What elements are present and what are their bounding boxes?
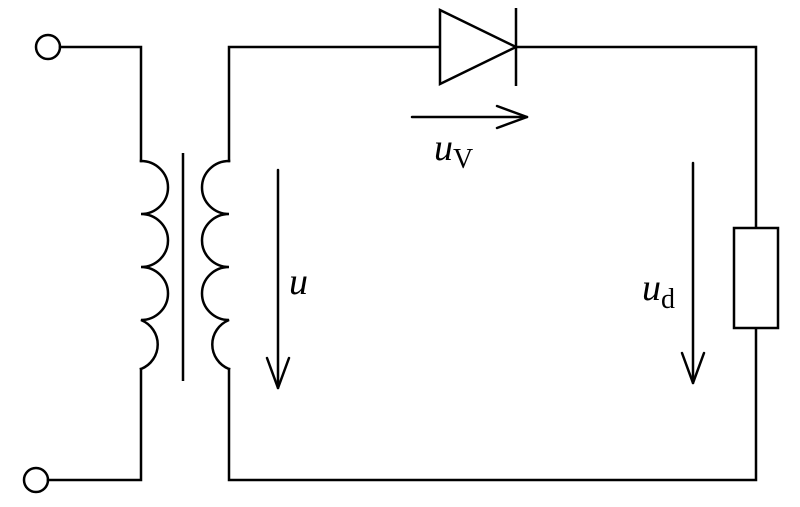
secondary-wire-top bbox=[227, 45, 442, 163]
diode bbox=[438, 8, 519, 86]
label-uv: uV bbox=[434, 127, 473, 175]
primary-wire-bottom bbox=[46, 367, 143, 482]
voltage-arrow-u bbox=[265, 168, 291, 390]
output-wire-top bbox=[514, 45, 758, 230]
output-wire-bottom bbox=[227, 326, 758, 482]
label-u: u bbox=[289, 261, 308, 303]
label-uv-sub: V bbox=[453, 144, 473, 175]
diode-triangle bbox=[438, 8, 519, 86]
primary-winding bbox=[139, 159, 170, 371]
voltage-arrow-ud bbox=[680, 161, 706, 385]
label-ud: ud bbox=[642, 267, 675, 315]
label-uv-main: u bbox=[434, 127, 453, 169]
voltage-arrow-uv bbox=[410, 104, 529, 130]
label-ud-sub: d bbox=[661, 284, 675, 315]
label-ud-main: u bbox=[642, 267, 661, 309]
secondary-winding bbox=[200, 159, 231, 371]
load-resistor bbox=[732, 226, 780, 330]
input-terminal-bottom bbox=[22, 466, 50, 494]
input-terminal-top bbox=[34, 33, 62, 61]
primary-wire-top bbox=[58, 45, 143, 163]
